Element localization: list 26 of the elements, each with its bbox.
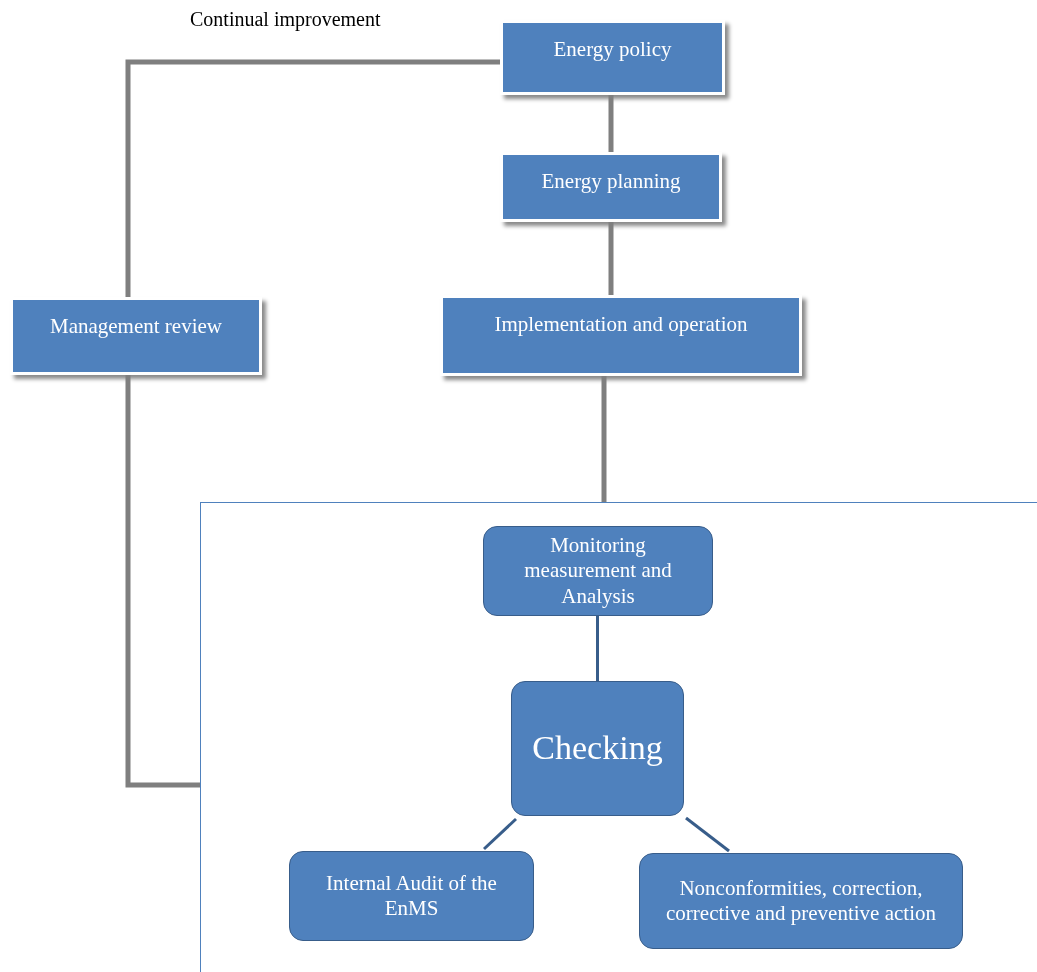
process-box <box>440 295 802 376</box>
process-box <box>483 526 713 616</box>
connector-line <box>608 95 614 152</box>
box-label: Checking <box>532 728 663 769</box>
process-box <box>10 297 262 375</box>
process-box <box>511 681 684 816</box>
connector-line <box>596 616 599 681</box>
connector-line <box>685 816 730 853</box>
annotation-text: Continual improvement <box>190 8 381 31</box>
box-label: Management review <box>50 314 222 338</box>
process-box <box>639 853 963 949</box>
process-box <box>500 20 725 95</box>
box-label: Energy planning <box>541 169 681 193</box>
connector-line <box>125 375 200 788</box>
box-label: Implementation and operation <box>494 312 748 336</box>
box-label: Energy policy <box>553 37 672 61</box>
box-label: Monitoring measurement and Analysis <box>523 533 673 609</box>
process-box <box>500 152 722 222</box>
connector-line <box>125 59 500 297</box>
connector-line <box>482 817 518 851</box>
checking-frame <box>200 502 1037 972</box>
process-box <box>289 851 534 941</box>
box-label: Internal Audit of the EnMS <box>325 870 498 922</box>
connector-line <box>608 222 614 295</box>
box-label: Nonconformities, correction, corrective and preventive action <box>665 875 937 927</box>
connector-line <box>601 376 607 502</box>
